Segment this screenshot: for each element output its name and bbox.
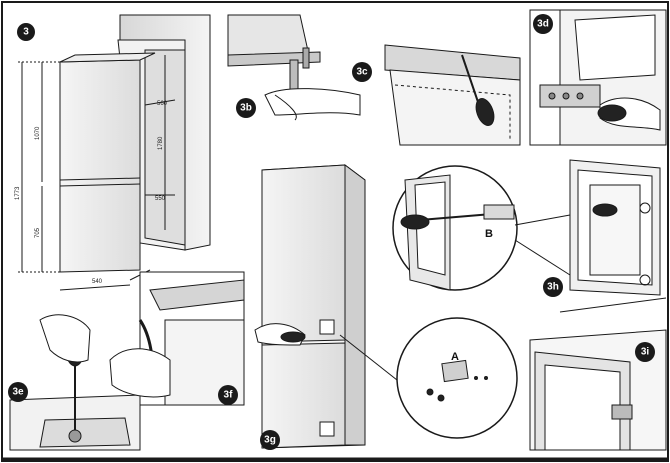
label-part-b: B [485, 228, 493, 240]
badge-step-3b: 3b [236, 98, 256, 118]
svg-text:3e: 3e [12, 387, 24, 398]
svg-text:3c: 3c [356, 67, 368, 78]
svg-text:3b: 3b [240, 103, 252, 114]
svg-text:3g: 3g [264, 435, 276, 446]
badge-step-3i: 3i [635, 342, 655, 362]
panel-rail-screw [384, 44, 521, 146]
panel-door-corner [529, 297, 667, 451]
panel-dimensions [18, 14, 211, 291]
label-part-a: A [451, 351, 459, 363]
dim-lower-height: 705 [35, 227, 41, 238]
panel-bracket-zoom [339, 317, 518, 439]
panel-trim-fit [109, 271, 245, 406]
svg-text:3: 3 [23, 27, 29, 38]
panel-fridge-installed [254, 164, 366, 449]
badge-step-3e: 3e [8, 382, 28, 402]
badge-step-3g: 3g [260, 430, 280, 450]
svg-text:3d: 3d [537, 19, 549, 30]
svg-text:3h: 3h [547, 282, 559, 293]
panel-door-hinge [529, 9, 667, 146]
svg-text:3i: 3i [641, 347, 650, 358]
dim-total-height: 1773 [15, 186, 21, 200]
badge-step-3f: 3f [218, 385, 238, 405]
panel-hinge-adjust [227, 14, 361, 121]
panel-foot-screw [9, 314, 141, 451]
badge-step-3d: 3d [533, 14, 553, 34]
panel-door-mount [392, 159, 661, 296]
dim-niche-height: 1780 [158, 136, 164, 150]
svg-text:3f: 3f [224, 390, 234, 401]
dim-niche-depth: 550 [155, 196, 166, 202]
badge-step-3c: 3c [352, 62, 372, 82]
dim-upper-height: 1070 [35, 126, 41, 140]
dim-width: 540 [92, 279, 103, 285]
dim-niche-width: 560 [157, 101, 168, 107]
badge-step-3h: 3h [543, 277, 563, 297]
badge-step-3: 3 [17, 23, 35, 41]
